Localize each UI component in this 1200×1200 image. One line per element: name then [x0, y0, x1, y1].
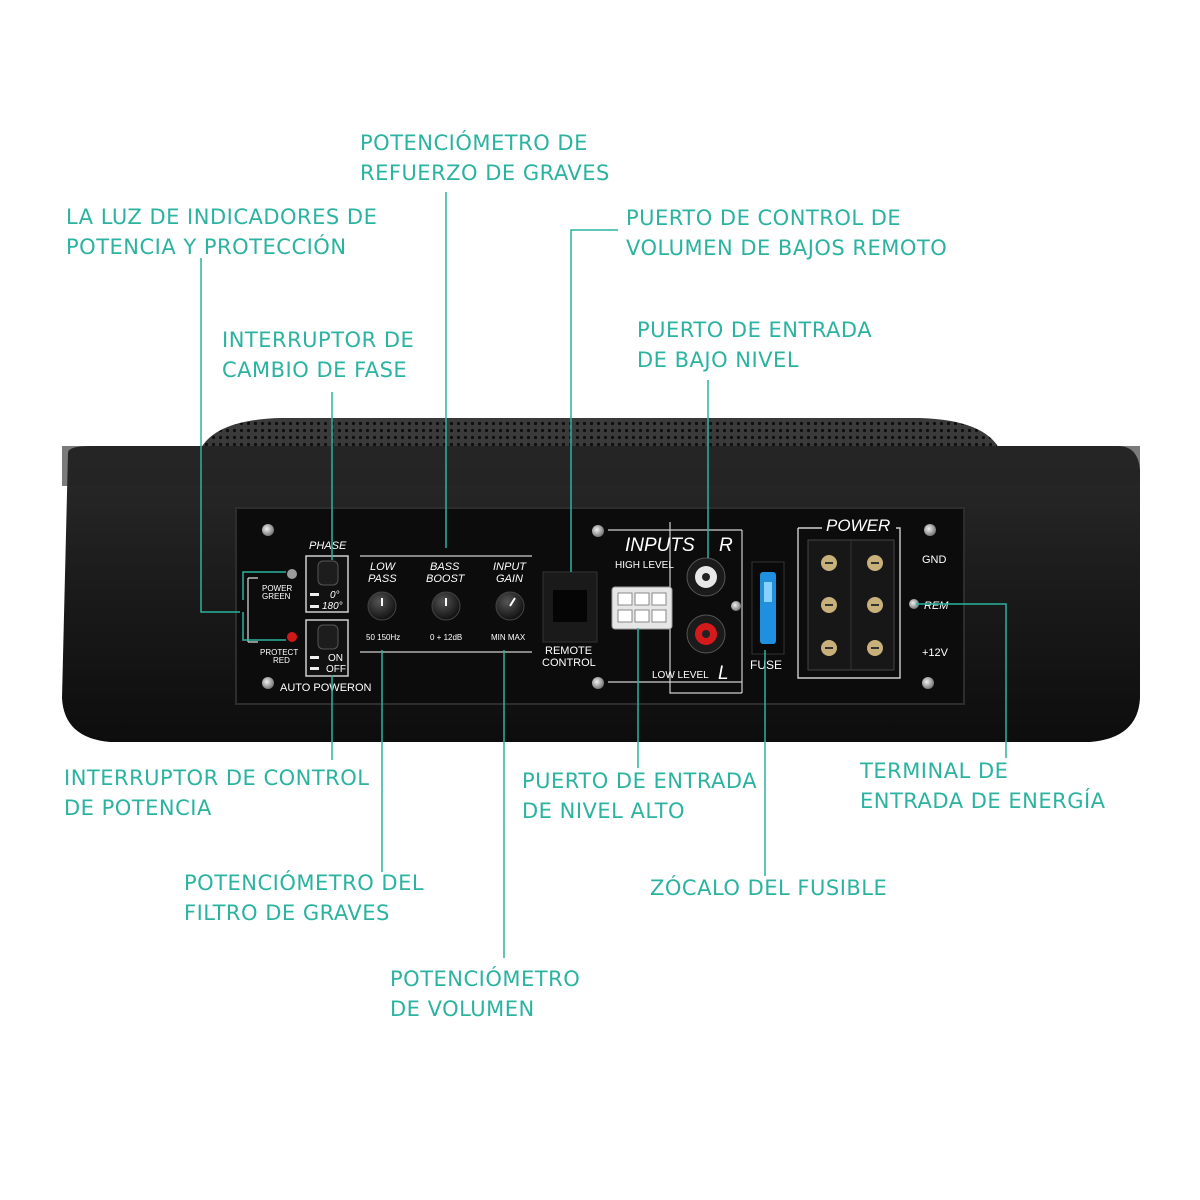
on-label: ON [328, 653, 343, 664]
screw [262, 677, 274, 689]
phase-label: PHASE [309, 540, 347, 552]
callout-line: POTENCIA Y PROTECCIÓN [66, 235, 347, 259]
phase-switch [317, 560, 339, 586]
remote-label-1: REMOTE [545, 645, 592, 657]
callout-volume: POTENCIÓMETRO DE VOLUMEN [390, 964, 580, 1024]
callout-fuse: ZÓCALO DEL FUSIBLE [650, 873, 887, 903]
callout-low-pass: POTENCIÓMETRO DEL FILTRO DE GRAVES [184, 868, 424, 928]
callout-remote-port: PUERTO DE CONTROL DE VOLUMEN DE BAJOS RE… [626, 203, 947, 263]
input-gain-label-1: INPUT [493, 561, 527, 573]
screw [592, 525, 604, 537]
gnd-label: GND [922, 554, 947, 566]
callout-line: TERMINAL DE [860, 759, 1009, 783]
input-gain-range: MIN MAX [491, 633, 526, 642]
l-label: L [718, 663, 729, 684]
callout-line: POTENCIÓMETRO [390, 967, 581, 991]
12v-label: +12V [922, 647, 949, 659]
callout-line: PUERTO DE ENTRADA [637, 318, 873, 342]
callout-power-led: LA LUZ DE INDICADORES DE POTENCIA Y PROT… [66, 202, 377, 262]
screw [909, 599, 919, 609]
bass-boost-label-1: BASS [430, 561, 460, 573]
callout-line: INTERRUPTOR DE [222, 328, 415, 352]
callout-line: ENTRADA DE ENERGÍA [860, 789, 1106, 813]
callout-line: ZÓCALO DEL FUSIBLE [650, 876, 888, 900]
phase-180-label: 180° [322, 601, 343, 612]
power-led [287, 569, 297, 579]
callout-line: CAMBIO DE FASE [222, 358, 408, 382]
callout-power-terminal: TERMINAL DE ENTRADA DE ENERGÍA [860, 756, 1106, 816]
remote-label-2: CONTROL [542, 657, 596, 669]
protect-red-label-2: RED [273, 656, 290, 665]
power-switch [317, 624, 339, 650]
callout-line: DE BAJO NIVEL [637, 348, 800, 372]
callout-line: REFUERZO DE GRAVES [360, 161, 610, 185]
callout-line: PUERTO DE CONTROL DE [626, 206, 902, 230]
auto-poweron-label: AUTO POWERON [280, 682, 372, 694]
rem-label: REM [924, 600, 949, 612]
callout-bass-boost: POTENCIÓMETRO DE REFUERZO DE GRAVES [360, 128, 610, 188]
power-label: POWER [826, 516, 890, 535]
control-panel: POWER GREEN PROTECT RED PHASE 0° 180° ON… [235, 507, 965, 705]
off-label: OFF [326, 664, 346, 675]
callout-line: DE POTENCIA [64, 796, 212, 820]
r-label: R [719, 535, 733, 556]
screw [592, 677, 604, 689]
protect-led [287, 632, 297, 642]
callout-line: LA LUZ DE INDICADORES DE [66, 205, 378, 229]
callout-line: POTENCIÓMETRO DEL [184, 871, 425, 895]
callout-high-input: PUERTO DE ENTRADA DE NIVEL ALTO [522, 766, 757, 826]
callout-line: DE NIVEL ALTO [522, 799, 686, 823]
screw [924, 524, 936, 536]
callout-line: FILTRO DE GRAVES [184, 901, 390, 925]
power-green-label-2: GREEN [262, 592, 291, 601]
callout-phase-switch: INTERRUPTOR DE CAMBIO DE FASE [222, 325, 414, 385]
low-level-label: LOW LEVEL [652, 670, 709, 681]
low-pass-label-1: LOW [370, 561, 397, 573]
phase-0-label: 0° [330, 590, 340, 601]
callout-power-switch: INTERRUPTOR DE CONTROL DE POTENCIA [64, 763, 370, 823]
inputs-label: INPUTS [625, 535, 695, 556]
low-pass-range: 50 150Hz [366, 633, 400, 642]
screw [262, 524, 274, 536]
low-pass-label-2: PASS [368, 573, 397, 585]
screw [922, 677, 934, 689]
callout-line: PUERTO DE ENTRADA [522, 769, 758, 793]
callout-line: VOLUMEN DE BAJOS REMOTO [626, 236, 948, 260]
protect-red-label-1: PROTECT [260, 648, 298, 657]
bass-boost-range: 0 + 12dB [430, 633, 462, 642]
speaker-grille [200, 418, 1000, 450]
screw [731, 601, 741, 611]
callout-line: INTERRUPTOR DE CONTROL [64, 766, 370, 790]
callout-low-input: PUERTO DE ENTRADA DE BAJO NIVEL [637, 315, 872, 375]
bass-boost-label-2: BOOST [426, 573, 466, 585]
callout-line: DE VOLUMEN [390, 997, 535, 1021]
input-gain-label-2: GAIN [496, 573, 523, 585]
callout-line: POTENCIÓMETRO DE [360, 131, 588, 155]
high-level-label: HIGH LEVEL [615, 560, 674, 571]
fuse-label: FUSE [750, 658, 782, 672]
